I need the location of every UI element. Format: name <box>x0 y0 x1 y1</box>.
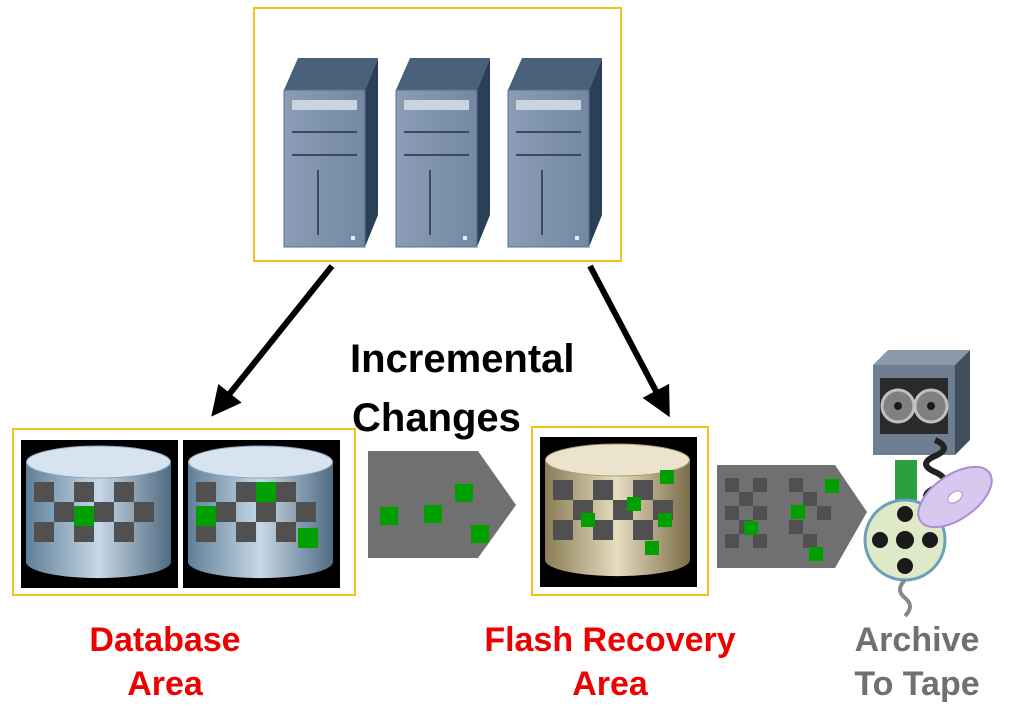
database-area-label: Database Area <box>89 621 241 703</box>
incremental-label-line1: Incremental <box>350 337 575 381</box>
server-tower-icon <box>507 58 602 248</box>
disk-cylinder-tan-icon <box>540 437 697 587</box>
disk-cylinder-icon <box>21 440 178 588</box>
server-tower-icon <box>283 58 378 248</box>
incremental-label-line2: Changes <box>352 396 521 440</box>
archive-chevron <box>717 465 867 568</box>
arrow-to-database <box>211 264 335 417</box>
incremental-chevron <box>368 451 516 558</box>
tape-reel-icon <box>873 350 970 455</box>
archive-to-tape-label: Archive To Tape <box>854 621 980 703</box>
arrow-to-flash <box>587 264 670 418</box>
flash-recovery-area-label: Flash Recovery Area <box>484 621 736 703</box>
server-tower-icon <box>395 58 490 248</box>
disk-cylinder-icon <box>183 440 340 588</box>
optical-disc-icon <box>917 465 993 529</box>
